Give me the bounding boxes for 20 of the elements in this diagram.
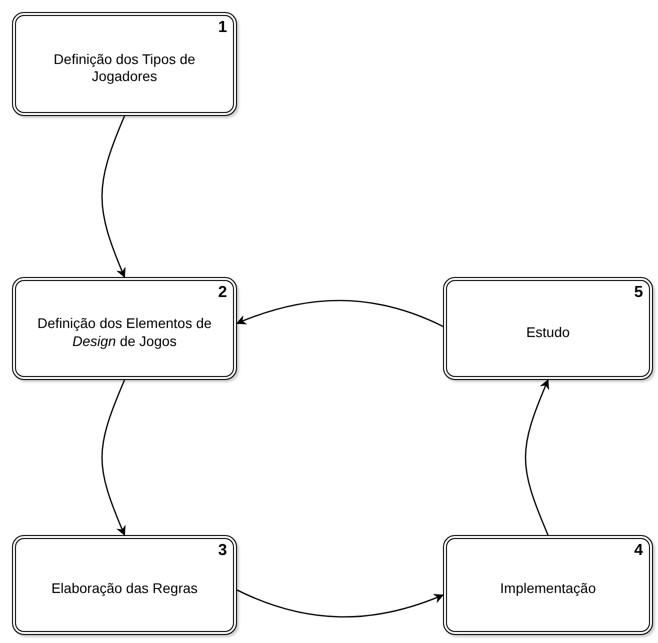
step-label: Implementação xyxy=(500,580,596,598)
step-label: Elaboração das Regras xyxy=(51,580,198,598)
step-number: 4 xyxy=(634,542,643,560)
process-box xyxy=(12,12,237,116)
arrow xyxy=(524,379,550,536)
arrow xyxy=(101,116,126,278)
step-label: Definição dos Tipos de Jogadores xyxy=(52,50,196,86)
step-number: 1 xyxy=(218,19,227,37)
process-box xyxy=(12,535,237,635)
step-number: 3 xyxy=(218,542,227,560)
step-label: Definição dos Elementos de Design de Jogos xyxy=(36,315,213,350)
arrow xyxy=(101,380,126,536)
process-box xyxy=(443,277,653,380)
process-box xyxy=(12,277,237,380)
step-number: 2 xyxy=(218,284,227,302)
step-number: 5 xyxy=(634,284,643,302)
arrow xyxy=(236,300,444,328)
process-box xyxy=(443,535,653,635)
step-label: Estudo xyxy=(526,324,570,342)
arrow xyxy=(236,589,444,618)
